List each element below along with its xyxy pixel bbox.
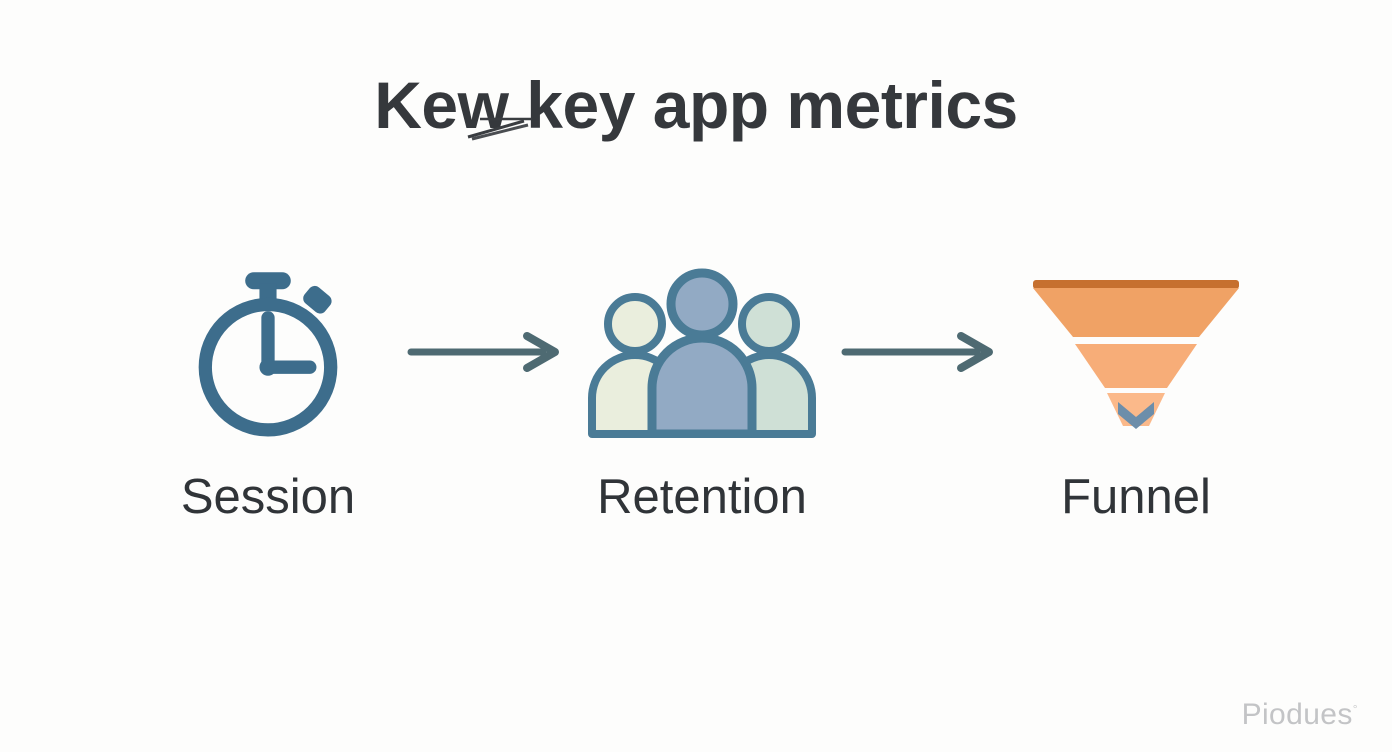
flow-step-session[interactable] — [139, 252, 397, 452]
people-group-icon — [588, 268, 816, 438]
label-session: Session — [180, 469, 356, 524]
flow-arrow-1 — [397, 322, 573, 382]
flow-step-retention[interactable] — [573, 252, 831, 452]
metrics-labels: Session Retention Funnel — [0, 462, 1392, 532]
title-container: Kew key app metrics — [0, 72, 1392, 141]
funnel-icon — [1033, 280, 1239, 429]
watermark-mark: ° — [1352, 702, 1358, 716]
label-funnel: Funnel — [1061, 469, 1211, 524]
watermark: Piodues° — [1242, 700, 1358, 730]
metrics-flow — [0, 252, 1392, 452]
flow-arrow-2 — [831, 322, 1007, 382]
stopwatch-icon — [198, 272, 338, 437]
watermark-text: Piodues — [1241, 698, 1353, 731]
label-retention: Retention — [597, 469, 807, 524]
arrow-right-icon — [841, 332, 993, 372]
page-title: Kew key app metrics — [374, 72, 1018, 141]
flow-step-funnel[interactable] — [1007, 252, 1265, 452]
arrow-right-icon — [407, 332, 559, 372]
page-title-text: Kew key app metrics — [374, 68, 1018, 142]
